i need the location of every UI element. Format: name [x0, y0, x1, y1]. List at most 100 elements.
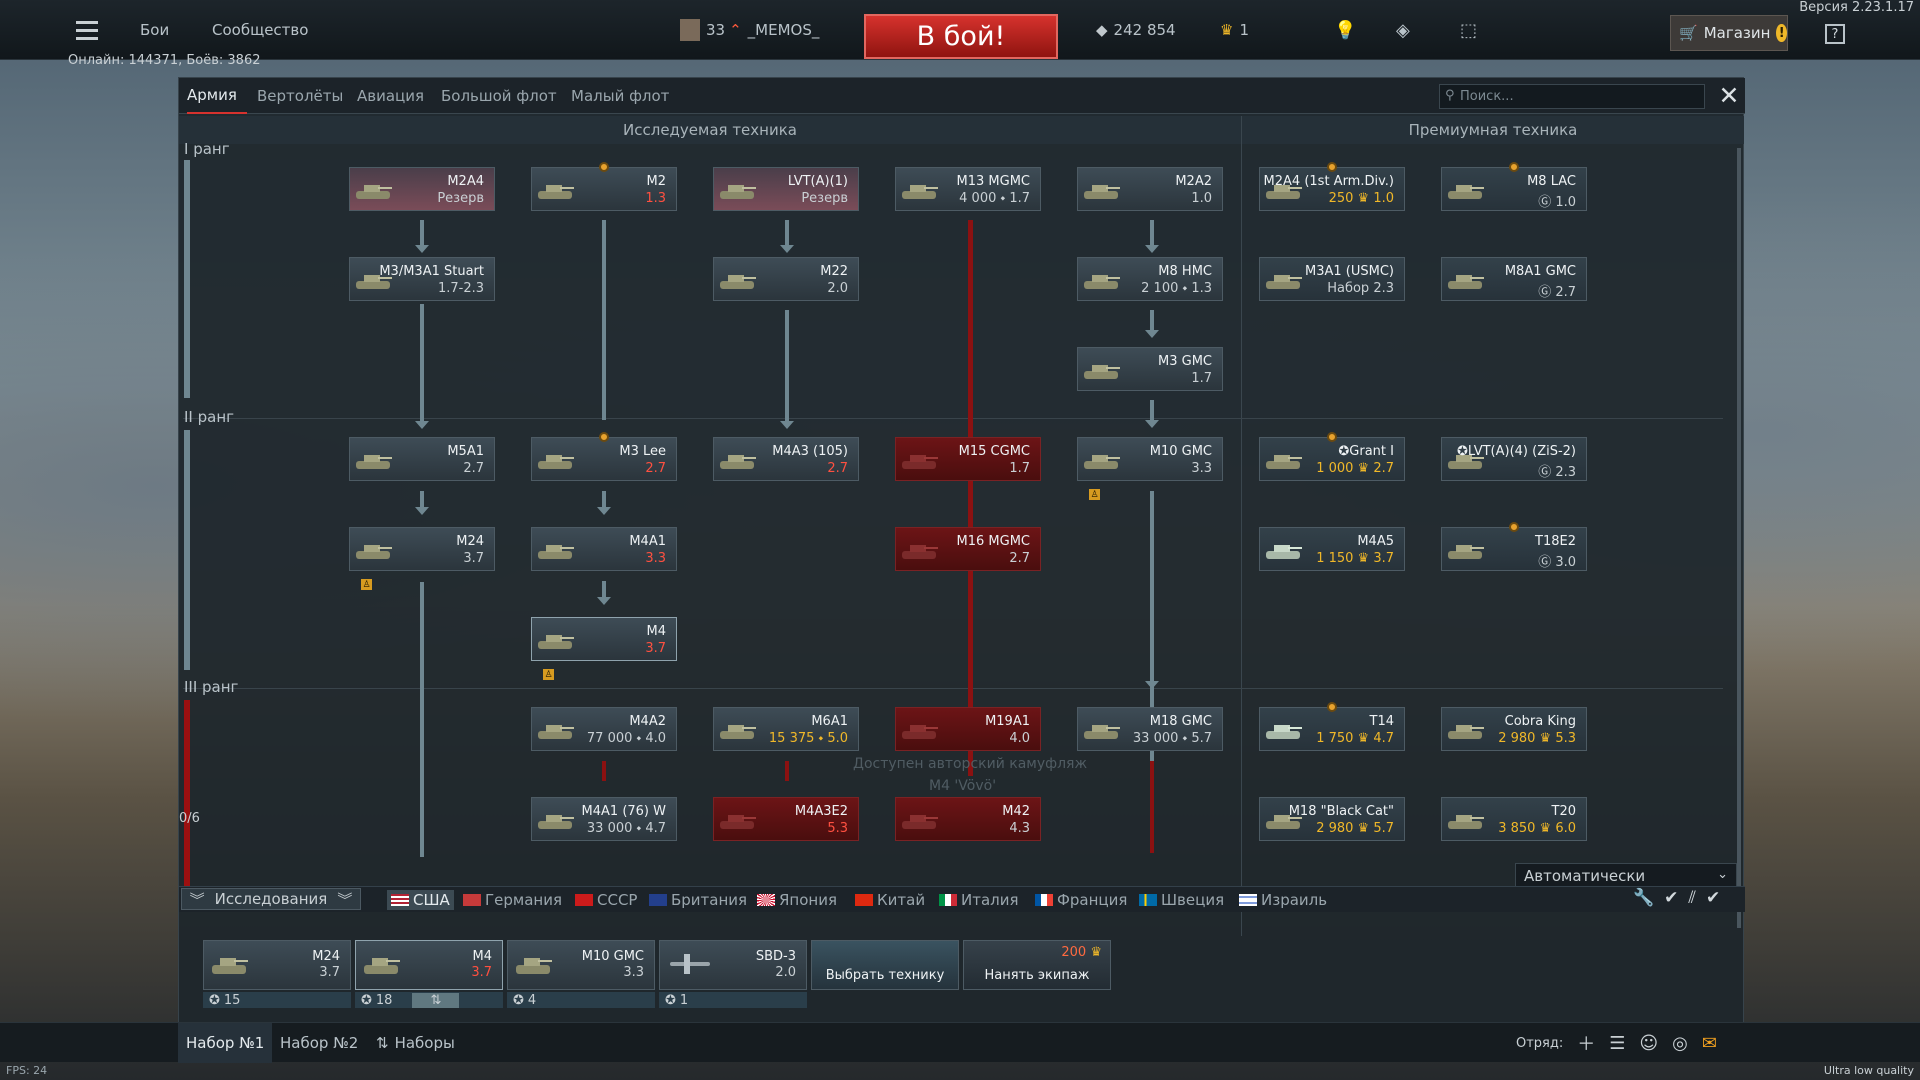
premium-card-m2a4-1st-arm-div[interactable]: M2A4 (1st Arm.Div.)250 ♛ 1.0	[1259, 167, 1405, 211]
lightbulb-icon[interactable]: 💡	[1334, 19, 1357, 41]
nation-italy[interactable]: Италия	[939, 890, 1019, 910]
vehicle-br: 3.7	[463, 551, 484, 566]
search-input[interactable]: ⚲ Поиск...	[1439, 84, 1705, 109]
gold-balance[interactable]: ♛ 1	[1220, 0, 1249, 60]
checkmark-icon[interactable]: ✔	[1664, 888, 1679, 908]
vehicle-name: M15 CGMC	[958, 444, 1030, 459]
silver-balance[interactable]: ◆ 242 854	[1096, 0, 1176, 60]
shop-button[interactable]: 🛒 Магазин !	[1670, 15, 1788, 51]
nation-usa[interactable]: США	[387, 890, 454, 910]
battle-button[interactable]: В бой!	[864, 14, 1058, 59]
nation-germany[interactable]: Германия	[463, 890, 562, 910]
profile[interactable]: 33 ⌃ _MEMOS_	[680, 0, 819, 60]
crew-count: ✪15	[203, 992, 351, 1008]
chat-icon[interactable]: ◎	[1672, 1032, 1688, 1054]
menu-community[interactable]: Сообщество	[212, 21, 309, 39]
wrench-icon[interactable]: 🔧	[1633, 888, 1655, 908]
coupon-icon[interactable]: ⬚	[1460, 19, 1478, 41]
plus-icon[interactable]: ＋	[1577, 1034, 1596, 1055]
list-icon[interactable]: ☰	[1609, 1032, 1626, 1054]
nation-ussr[interactable]: СССР	[575, 890, 637, 910]
vehicle-name: M16 MGMC	[956, 534, 1030, 549]
nation-britain[interactable]: Британия	[649, 890, 747, 910]
vehicle-name: SBD-3	[755, 949, 796, 964]
chest-icon[interactable]: ◈	[1396, 19, 1410, 41]
nation-france[interactable]: Франция	[1035, 890, 1127, 910]
preset-tab-2[interactable]: Набор №2	[280, 1034, 359, 1052]
friends-icon[interactable]: ☺	[1639, 1032, 1659, 1054]
choose-vehicle-button[interactable]: Выбрать технику	[811, 940, 959, 990]
tab-coastal-fleet[interactable]: Малый флот	[571, 87, 670, 105]
tab-army[interactable]: Армия	[187, 78, 247, 114]
presets-button[interactable]: ⇅Наборы	[376, 1023, 455, 1063]
tab-helicopters[interactable]: Вертолёты	[257, 87, 344, 105]
premium-card-lvt-a-4-zis-2[interactable]: ✪LVT(A)(4) (ZiS-2)Ⓖ 2.3	[1441, 437, 1587, 481]
nation-sweden[interactable]: Швеция	[1139, 890, 1224, 910]
hire-crew-button[interactable]: Нанять экипаж 200 ♛	[963, 940, 1111, 990]
vehicle-name: M4A5	[1357, 534, 1394, 549]
help-icon[interactable]: ?	[1825, 24, 1845, 44]
premium-card-m3a1-usmc[interactable]: M3A1 (USMC)Набор 2.3	[1259, 257, 1405, 301]
menu-battles[interactable]: Бои	[140, 21, 170, 39]
swap-icon[interactable]: ⇅	[412, 992, 460, 1008]
checkmark-icon[interactable]: ✔	[1706, 888, 1721, 908]
nation-china[interactable]: Китай	[855, 890, 925, 910]
scrollbar[interactable]	[1737, 148, 1741, 928]
vehicle-br: 2.7	[645, 461, 666, 476]
arrow-icon	[1145, 245, 1159, 253]
premium-card-m18-black-cat[interactable]: M18 "Black Cat"2 980 ♛ 5.7	[1259, 797, 1405, 841]
vehicle-card-lvt-a-1[interactable]: LVT(A)(1)Резерв	[713, 167, 859, 211]
connector	[602, 220, 606, 420]
vehicle-name: T18E2	[1535, 534, 1576, 549]
vehicle-card-m4a3-105[interactable]: M4A3 (105)2.7	[713, 437, 859, 481]
nation-japan[interactable]: Япония	[757, 890, 837, 910]
repair-all-icon[interactable]: ⫽	[1688, 888, 1697, 908]
nation-israel[interactable]: Израиль	[1239, 890, 1327, 910]
menu-icon[interactable]	[74, 0, 100, 60]
research-button[interactable]: ︾ Исследования ︾	[181, 888, 361, 910]
preset-tab-1[interactable]: Набор №1	[178, 1023, 273, 1063]
flag-italy-icon	[939, 894, 957, 906]
mail-icon[interactable]: ✉	[1701, 1032, 1717, 1054]
plane-icon	[670, 954, 710, 974]
tab-aviation[interactable]: Авиация	[357, 87, 425, 105]
close-icon[interactable]: ✕	[1718, 80, 1740, 110]
tab-bluewater-fleet[interactable]: Большой флот	[441, 87, 557, 105]
vehicle-name: M4A1 (76) W	[581, 804, 666, 819]
